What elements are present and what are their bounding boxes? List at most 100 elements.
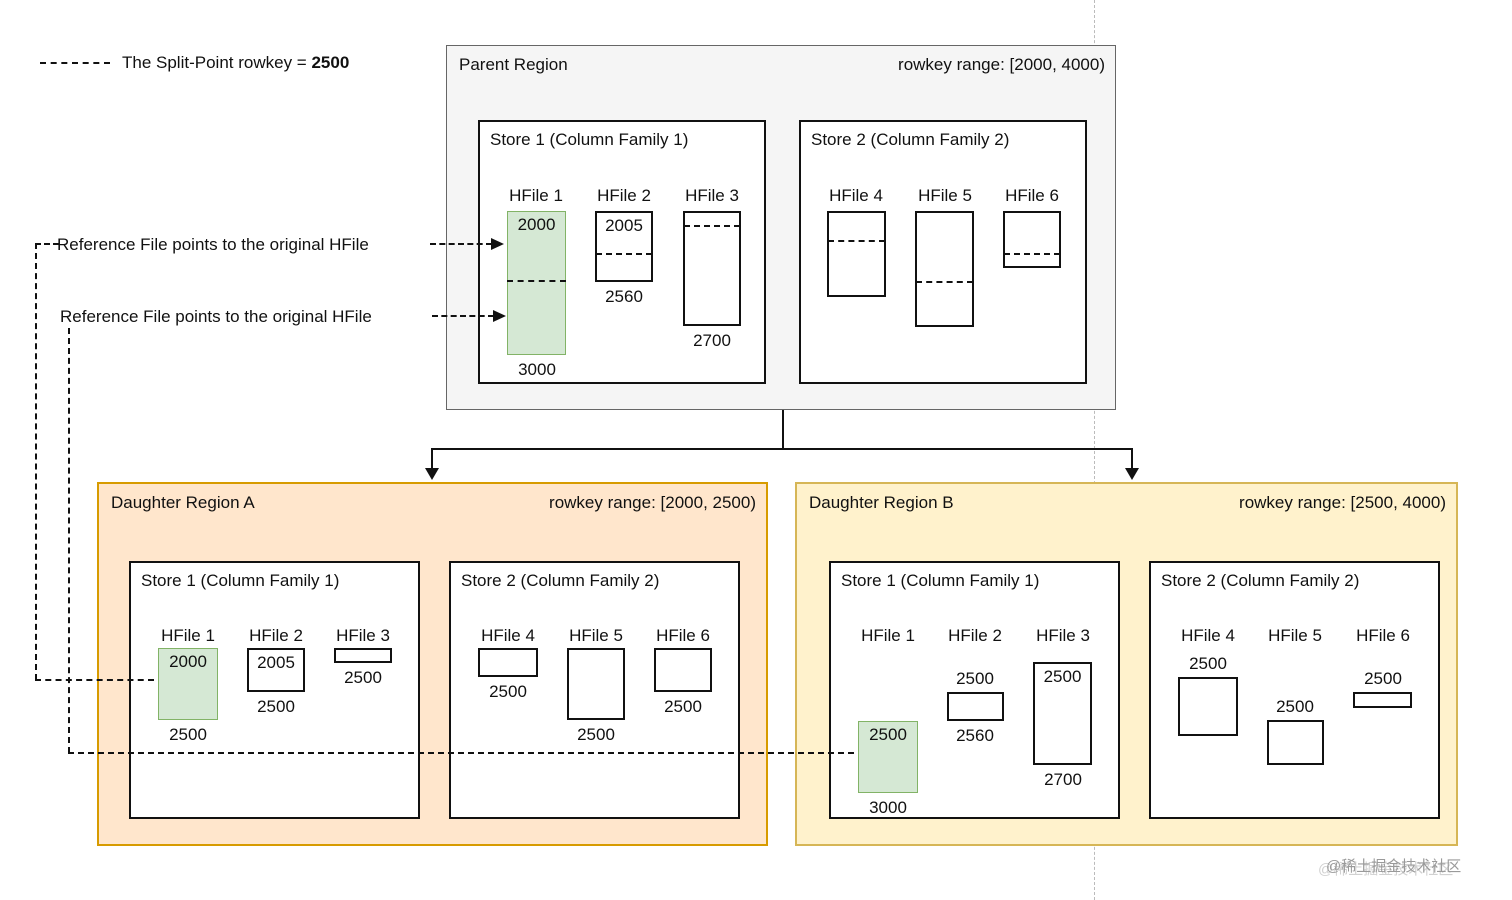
reference-line-1-arrow-dash (430, 243, 492, 245)
hfile-5-start-key: 2500 (1276, 697, 1314, 716)
hfile-2-label: HFile 2 (597, 186, 651, 205)
hfile-6-label: HFile 6 (1356, 626, 1410, 645)
parent-region: Parent Region rowkey range: [2000, 4000)… (446, 45, 1116, 410)
daughter-b-title: Daughter Region B (809, 493, 954, 512)
hfile-6-box (1003, 211, 1061, 268)
hfile-4-box (827, 211, 886, 297)
watermark: @稀土掘金技术社区 (1326, 858, 1462, 875)
hfile-3-start-key: 2500 (1043, 667, 1082, 686)
hfile-2-box (947, 692, 1004, 721)
hfile-3-box (334, 648, 392, 663)
hfile-3-label: HFile 3 (336, 626, 390, 645)
hfile-4-label: HFile 4 (829, 186, 883, 205)
hfile-2-end-key: 2560 (956, 726, 994, 745)
hfile-1-label: HFile 1 (509, 186, 563, 205)
hfile-3-box (683, 211, 741, 326)
hfile-4-label: HFile 4 (1181, 626, 1235, 645)
hfile-6-box (1353, 692, 1412, 708)
daughter-b-rowkey-range: rowkey range: [2500, 4000) (1239, 493, 1446, 512)
hfile-2-start-key: 2005 (605, 216, 643, 235)
parent-region-title: Parent Region (459, 55, 568, 74)
hfile-5-label: HFile 5 (569, 626, 623, 645)
split-connector-left-drop (431, 448, 433, 470)
hfile-4-end-key: 2500 (489, 682, 527, 701)
hfile-2-box: 2005 (247, 648, 305, 692)
legend-split-point-value: 2500 (311, 53, 350, 72)
hfile-6-label: HFile 6 (656, 626, 710, 645)
hfile-6-split-dash (1004, 253, 1060, 255)
legend-dash-sample (40, 62, 110, 64)
legend-label: The Split-Point rowkey = 2500 (122, 53, 349, 73)
hfile-5-box (1267, 720, 1324, 765)
hfile-4-split-dash (828, 240, 885, 242)
reference-line-1-horizontal-dash (35, 679, 154, 681)
split-connector-stem (782, 410, 784, 448)
hfile-3-end-key: 2700 (1044, 770, 1082, 789)
daughter-a-rowkey-range: rowkey range: [2000, 2500) (549, 493, 756, 512)
reference-note-1: Reference File points to the original HF… (57, 235, 369, 254)
hfile-2-label: HFile 2 (249, 626, 303, 645)
hfile-6-box (654, 648, 712, 692)
daughter-a-title: Daughter Region A (111, 493, 255, 512)
hfile-6-end-key: 2500 (664, 697, 702, 716)
hfile-3-split-dash (684, 225, 740, 227)
parent-store-1-title: Store 1 (Column Family 1) (490, 130, 689, 149)
split-connector-crossbar (431, 448, 1133, 450)
hfile-1-box: 2000 (507, 211, 566, 355)
hfile-5-box (915, 211, 974, 327)
arrow-down-to-daughter-b-icon (1125, 468, 1139, 480)
hfile-3-label: HFile 3 (1036, 626, 1090, 645)
daughter-region-b: Daughter Region B rowkey range: [2500, 4… (795, 482, 1458, 846)
hfile-3-box: 2500 (1033, 662, 1092, 765)
hfile-1-start-key: 2000 (517, 215, 556, 234)
daughter-b-store-2-title: Store 2 (Column Family 2) (1161, 571, 1360, 590)
hfile-4-box (478, 648, 538, 677)
hfile-4-box (1178, 677, 1238, 736)
vertical-guide-dashed-line (1094, 0, 1095, 900)
arrow-right-to-parent-hfile1-icon (491, 238, 504, 250)
hfile-5-split-dash (916, 281, 973, 283)
reference-note-2: Reference File points to the original HF… (60, 307, 372, 326)
daughter-b-store-2: Store 2 (Column Family 2) HFile 4 HFile … (1149, 561, 1440, 819)
hfile-2-end-key: 2560 (605, 287, 643, 306)
parent-region-rowkey-range: rowkey range: [2000, 4000) (898, 55, 1105, 74)
reference-hfile-1-box: 2000 (158, 648, 218, 720)
hfile-2-start-key: 2005 (257, 653, 295, 672)
hfile-3-end-key: 2500 (344, 668, 382, 687)
reference-line-1-vertical-dash (35, 243, 37, 680)
parent-store-2: Store 2 (Column Family 2) HFile 4 HFile … (799, 120, 1087, 384)
daughter-region-a: Daughter Region A rowkey range: [2000, 2… (97, 482, 768, 846)
hfile-1-label: HFile 1 (161, 626, 215, 645)
reference-line-2-vertical-dash (68, 328, 70, 753)
daughter-a-store-1-title: Store 1 (Column Family 1) (141, 571, 340, 590)
hfile-2-start-key: 2500 (956, 669, 994, 688)
hfile-1-end-key: 2500 (169, 725, 207, 744)
hfile-2-end-key: 2500 (257, 697, 295, 716)
reference-hfile-1-box: 2500 (858, 721, 918, 793)
hfile-5-end-key: 2500 (577, 725, 615, 744)
reference-line-1-lead-dash (35, 243, 59, 245)
arrow-right-to-parent-hfile1-icon (493, 310, 506, 322)
arrow-down-to-daughter-a-icon (425, 468, 439, 480)
hfile-5-label: HFile 5 (1268, 626, 1322, 645)
daughter-a-store-2-title: Store 2 (Column Family 2) (461, 571, 660, 590)
hfile-5-label: HFile 5 (918, 186, 972, 205)
hfile-6-start-key: 2500 (1364, 669, 1402, 688)
hfile-2-split-dash (596, 253, 652, 255)
daughter-a-store-2: Store 2 (Column Family 2) HFile 4 HFile … (449, 561, 740, 819)
hfile-6-label: HFile 6 (1005, 186, 1059, 205)
reference-line-2-horizontal-dash (68, 752, 854, 754)
parent-store-1: Store 1 (Column Family 1) HFile 1 HFile … (478, 120, 766, 384)
hfile-1-end-key: 3000 (518, 360, 556, 379)
legend-text: The Split-Point rowkey = (122, 53, 312, 72)
hfile-2-box: 2005 (595, 211, 653, 282)
hfile-4-start-key: 2500 (1189, 654, 1227, 673)
reference-line-2-arrow-dash (432, 315, 494, 317)
daughter-b-store-1-title: Store 1 (Column Family 1) (841, 571, 1040, 590)
daughter-a-store-1: Store 1 (Column Family 1) HFile 1 HFile … (129, 561, 420, 819)
hfile-4-label: HFile 4 (481, 626, 535, 645)
split-connector-right-drop (1131, 448, 1133, 470)
hfile-2-label: HFile 2 (948, 626, 1002, 645)
hfile-3-end-key: 2700 (693, 331, 731, 350)
